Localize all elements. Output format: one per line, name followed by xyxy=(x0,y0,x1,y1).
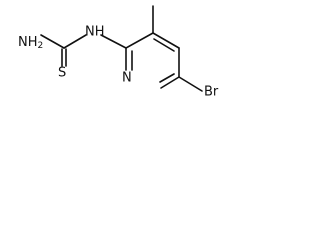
bond-nh-ring xyxy=(100,34,127,49)
bond-c-nh2 xyxy=(40,34,65,49)
amine-text: NH xyxy=(18,35,38,50)
bromine-label: Br xyxy=(204,85,219,100)
sulfur-label: S xyxy=(58,66,66,81)
bond-c-br xyxy=(178,76,203,92)
bond-ring-inner-c5-c6 xyxy=(159,73,175,83)
structure-canvas: NH2 S NH N Br xyxy=(0,0,242,131)
bond-ring-c2-c3 xyxy=(125,32,154,49)
bond-ring-c5-c6 xyxy=(160,76,180,89)
bond-ring-c3-c4 xyxy=(152,32,180,49)
molecule-diagram: NH2 S NH N Br xyxy=(18,5,219,100)
amine-label: NH2 xyxy=(18,35,43,52)
bond-c-nh xyxy=(63,34,87,49)
imine-label: NH xyxy=(85,25,105,40)
ring-nitrogen-label: N xyxy=(122,71,132,86)
amine-subscript: 2 xyxy=(38,41,44,51)
bond-ring-inner-c3-c4 xyxy=(153,38,175,52)
